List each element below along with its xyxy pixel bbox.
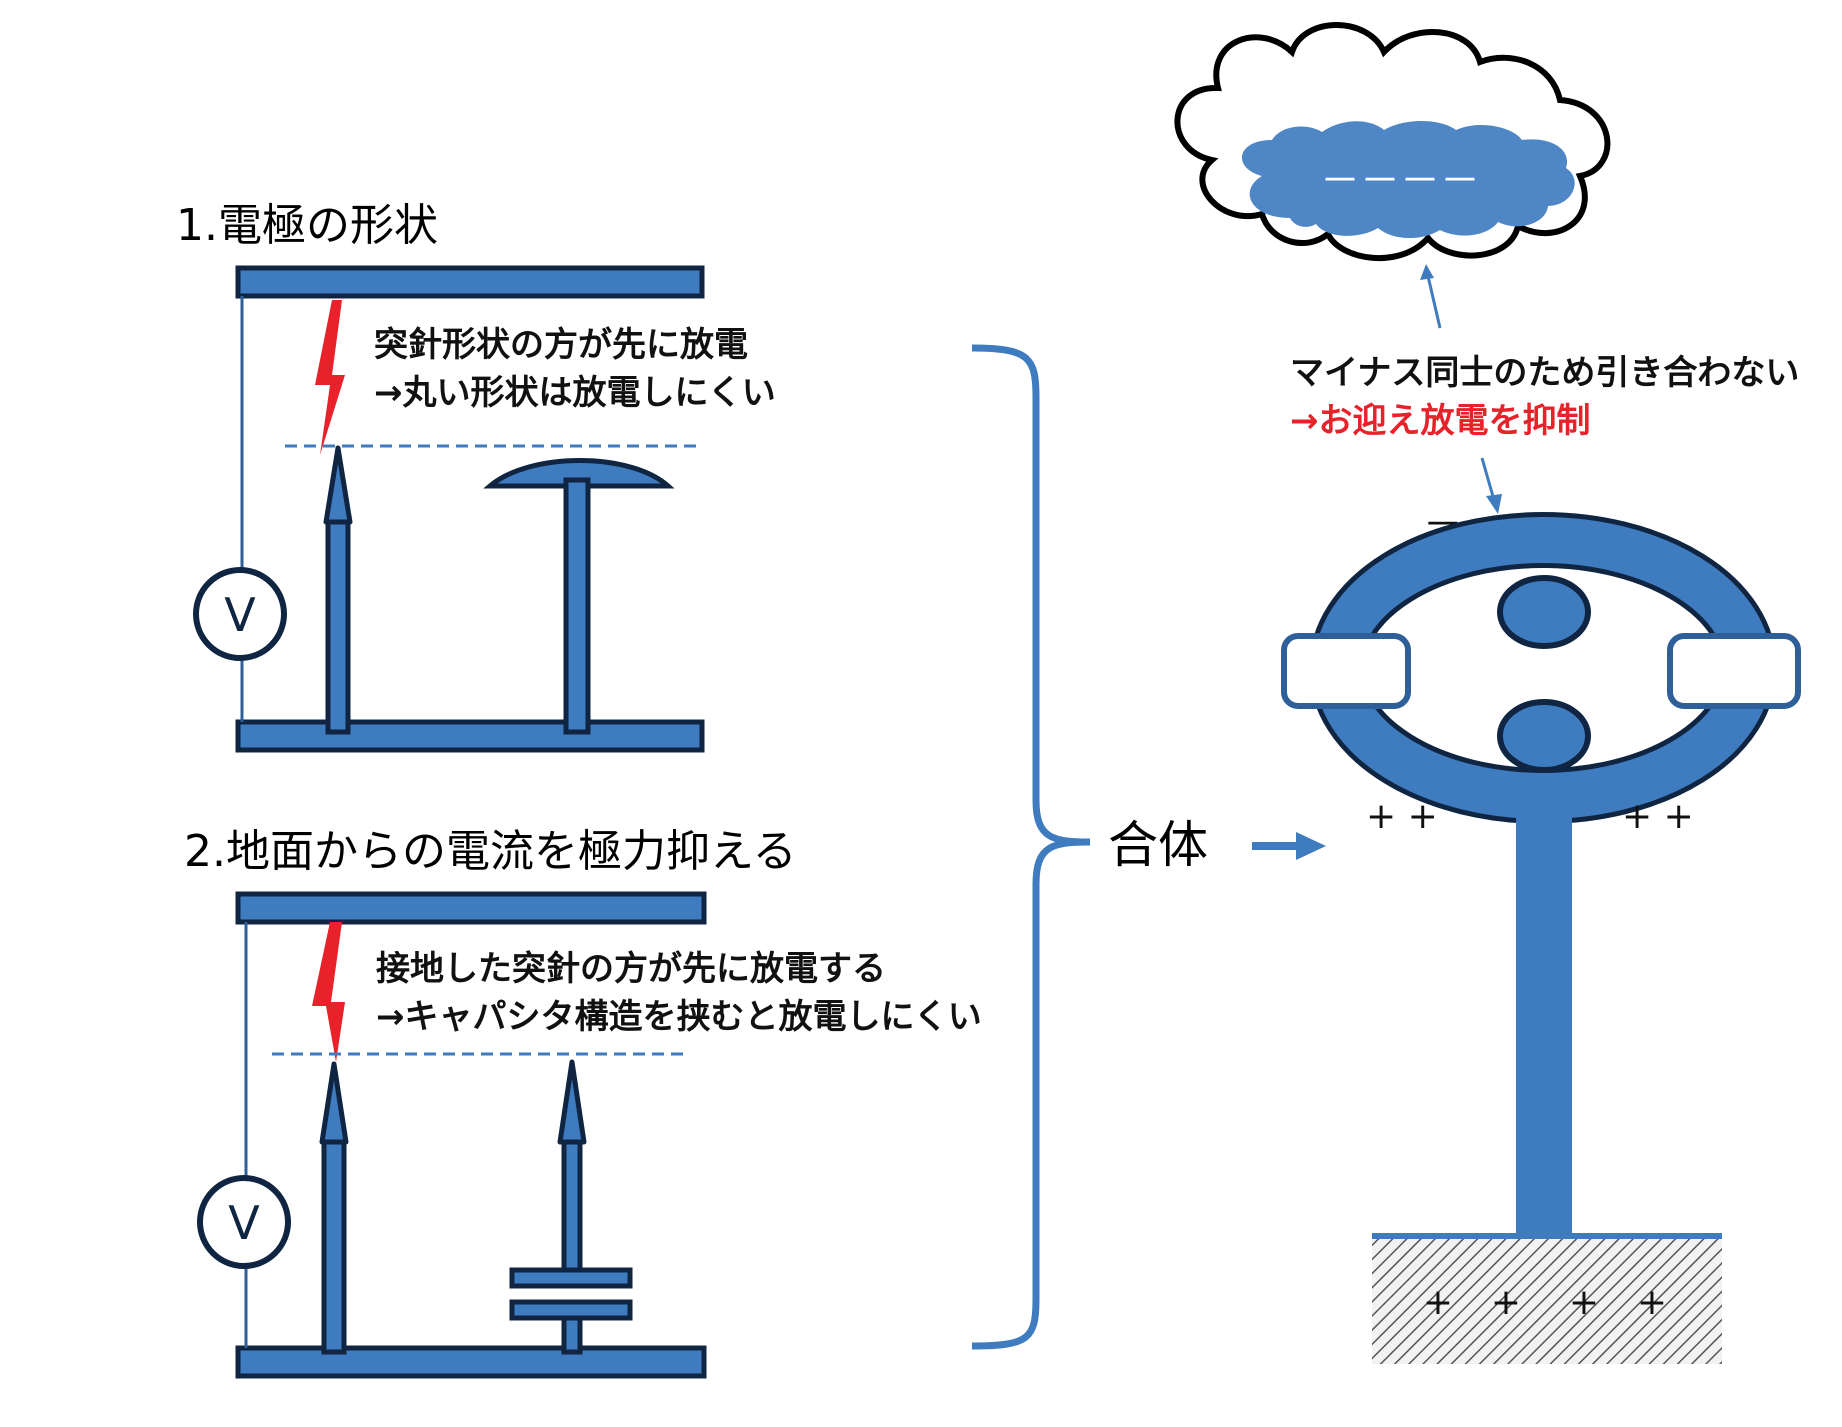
combine-group: 合体 [971, 344, 1326, 1350]
rounded-electrode [483, 458, 675, 735]
voltmeter-1: V [193, 567, 287, 661]
section-2-note-line-1: 接地した突針の方が先に放電する [376, 949, 886, 989]
electrode-ball-bottom [1497, 699, 1591, 773]
insulator-left [1281, 633, 1411, 709]
ground-charge-1: + [1423, 1282, 1453, 1323]
capacitor-needle-electrode [509, 1059, 633, 1355]
ring-positive-charges-right: + + [1622, 796, 1694, 837]
ring-electrode [1281, 512, 1801, 824]
section-1-title: 1.電極の形状 [176, 200, 438, 251]
grouping-brace [971, 344, 1091, 1350]
combine-label: 合体 [1108, 816, 1208, 874]
right-diagram: －－－－ マイナス同士のため引き合わない →お迎え放電を抑制 － － － － +… [1174, 22, 1801, 1364]
voltmeter-label-1: V [224, 588, 256, 642]
section-1-note-line-1: 突針形状の方が先に放電 [374, 325, 748, 365]
spark-icon-2 [312, 922, 345, 1062]
right-arrow-icon [1252, 832, 1326, 860]
explanation-line-1: マイナス同士のため引き合わない [1290, 353, 1799, 393]
voltmeter-2: V [197, 1175, 291, 1269]
spark-icon-1 [315, 300, 345, 455]
bottom-electrode-plate-2 [235, 1345, 707, 1379]
insulator-right [1667, 633, 1801, 709]
section-1: 1.電極の形状 V 突針形状の方が先に放電 →丸い形状は放電しにくい [176, 200, 776, 753]
ground: + + + + [1372, 1233, 1722, 1364]
top-electrode-plate-2 [235, 891, 707, 925]
section-2: 2.地面からの電流を極力抑える V 接地した突針の方が先に放電する →キャパシタ… [184, 826, 982, 1379]
cloud-charge: －－－－ [1320, 158, 1480, 204]
ground-charge-3: + [1569, 1282, 1599, 1323]
needle-electrode-1 [323, 445, 353, 735]
down-arrow-icon [1480, 457, 1502, 514]
up-arrow-icon [1420, 264, 1442, 329]
section-2-title: 2.地面からの電流を極力抑える [184, 826, 797, 877]
electrode-ball-top [1497, 575, 1591, 649]
grounded-needle-electrode [319, 1061, 349, 1355]
support-pole [1516, 798, 1572, 1238]
voltmeter-label-2: V [228, 1196, 260, 1250]
cloud-icon: －－－－ [1174, 22, 1611, 262]
section-2-note-line-2: →キャパシタ構造を挟むと放電しにくい [376, 997, 982, 1037]
top-electrode-plate-1 [235, 265, 705, 299]
ring-positive-charges-left: + + [1366, 796, 1438, 837]
section-1-note-line-2: →丸い形状は放電しにくい [374, 373, 776, 413]
bottom-electrode-plate-1 [235, 719, 705, 753]
ground-charge-4: + [1637, 1282, 1667, 1323]
explanation-line-2: →お迎え放電を抑制 [1290, 401, 1591, 441]
ground-charge-2: + [1491, 1282, 1521, 1323]
capacitor-upper-plate [509, 1267, 633, 1289]
